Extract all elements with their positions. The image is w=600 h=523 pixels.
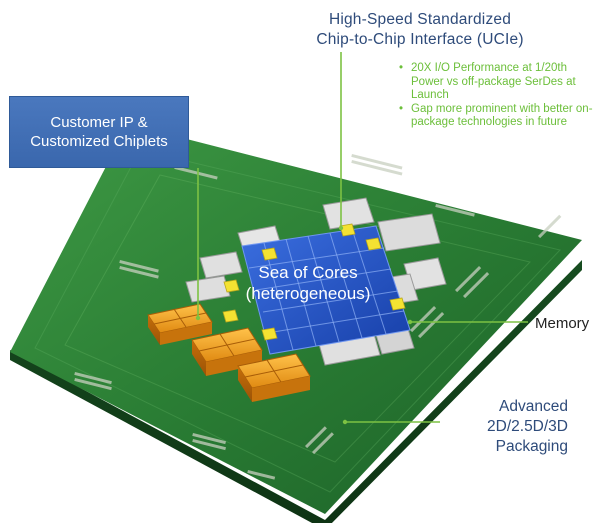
ucie-connectors	[222, 223, 406, 341]
ucie-bullet: Gap more prominent with better on-packag…	[397, 103, 597, 130]
ucie-bullet: 20X I/O Performance at 1/20th Power vs o…	[397, 62, 597, 103]
customer-chiplets	[147, 303, 311, 402]
substrate-pads	[74, 154, 562, 480]
core-grid	[241, 225, 411, 355]
customer-ip-line2: Customized Chiplets	[30, 133, 168, 150]
memory-label: Memory	[535, 315, 590, 332]
packaging-label: Advanced 2D/2.5D/3D Packaging	[448, 397, 568, 457]
packaging-line3: Packaging	[495, 438, 568, 455]
sea-of-cores-label: Sea of Cores (heterogeneous)	[233, 262, 383, 304]
sea-of-cores-line1: Sea of Cores	[258, 263, 358, 282]
packaging-line2: 2D/2.5D/3D	[487, 418, 568, 435]
customer-ip-line1: Customer IP &	[50, 114, 148, 131]
customer-ip-box: Customer IP & Customized Chiplets	[9, 96, 189, 168]
packaging-line1: Advanced	[499, 398, 568, 415]
ucie-title-line1: High-Speed Standardized	[328, 11, 512, 28]
callout-dots	[195, 225, 413, 425]
ucie-title-line2: Chip-to-Chip Interface (UCIe)	[316, 31, 524, 48]
callout-lines	[197, 52, 528, 423]
ucie-bullets: 20X I/O Performance at 1/20th Power vs o…	[397, 62, 597, 130]
ucie-title: High-Speed Standardized Chip-to-Chip Int…	[300, 10, 540, 50]
sea-of-cores-line2: (heterogeneous)	[245, 284, 371, 303]
